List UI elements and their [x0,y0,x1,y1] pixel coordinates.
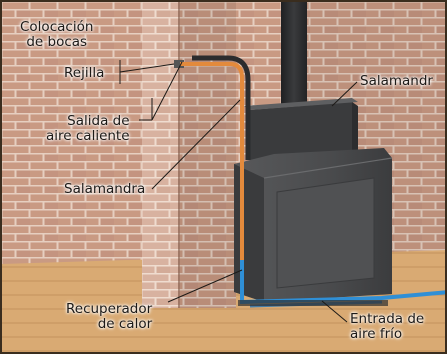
flue-pipe [281,2,307,106]
leader-lines [119,60,358,323]
label-entrada-de-aire-frio: Entrada de aire frío [350,311,425,342]
chimney-side-wall [178,2,236,308]
chimney-breast [142,2,180,308]
stove-top-body [250,102,352,162]
heat-recuperator [238,300,388,306]
hot-air-duct [180,62,244,260]
label-colocacion-de-bocas: Colocación de bocas [20,19,94,50]
grille [174,60,184,68]
label-rejilla: Rejilla [64,65,105,81]
label-salamandra-right: Salamandr [360,73,433,89]
label-salida-de-aire-caliente: Salida de aire caliente [46,113,130,144]
label-salamandra-left: Salamandra [64,181,146,197]
label-recuperador-de-calor: Recuperador de calor [66,301,153,332]
